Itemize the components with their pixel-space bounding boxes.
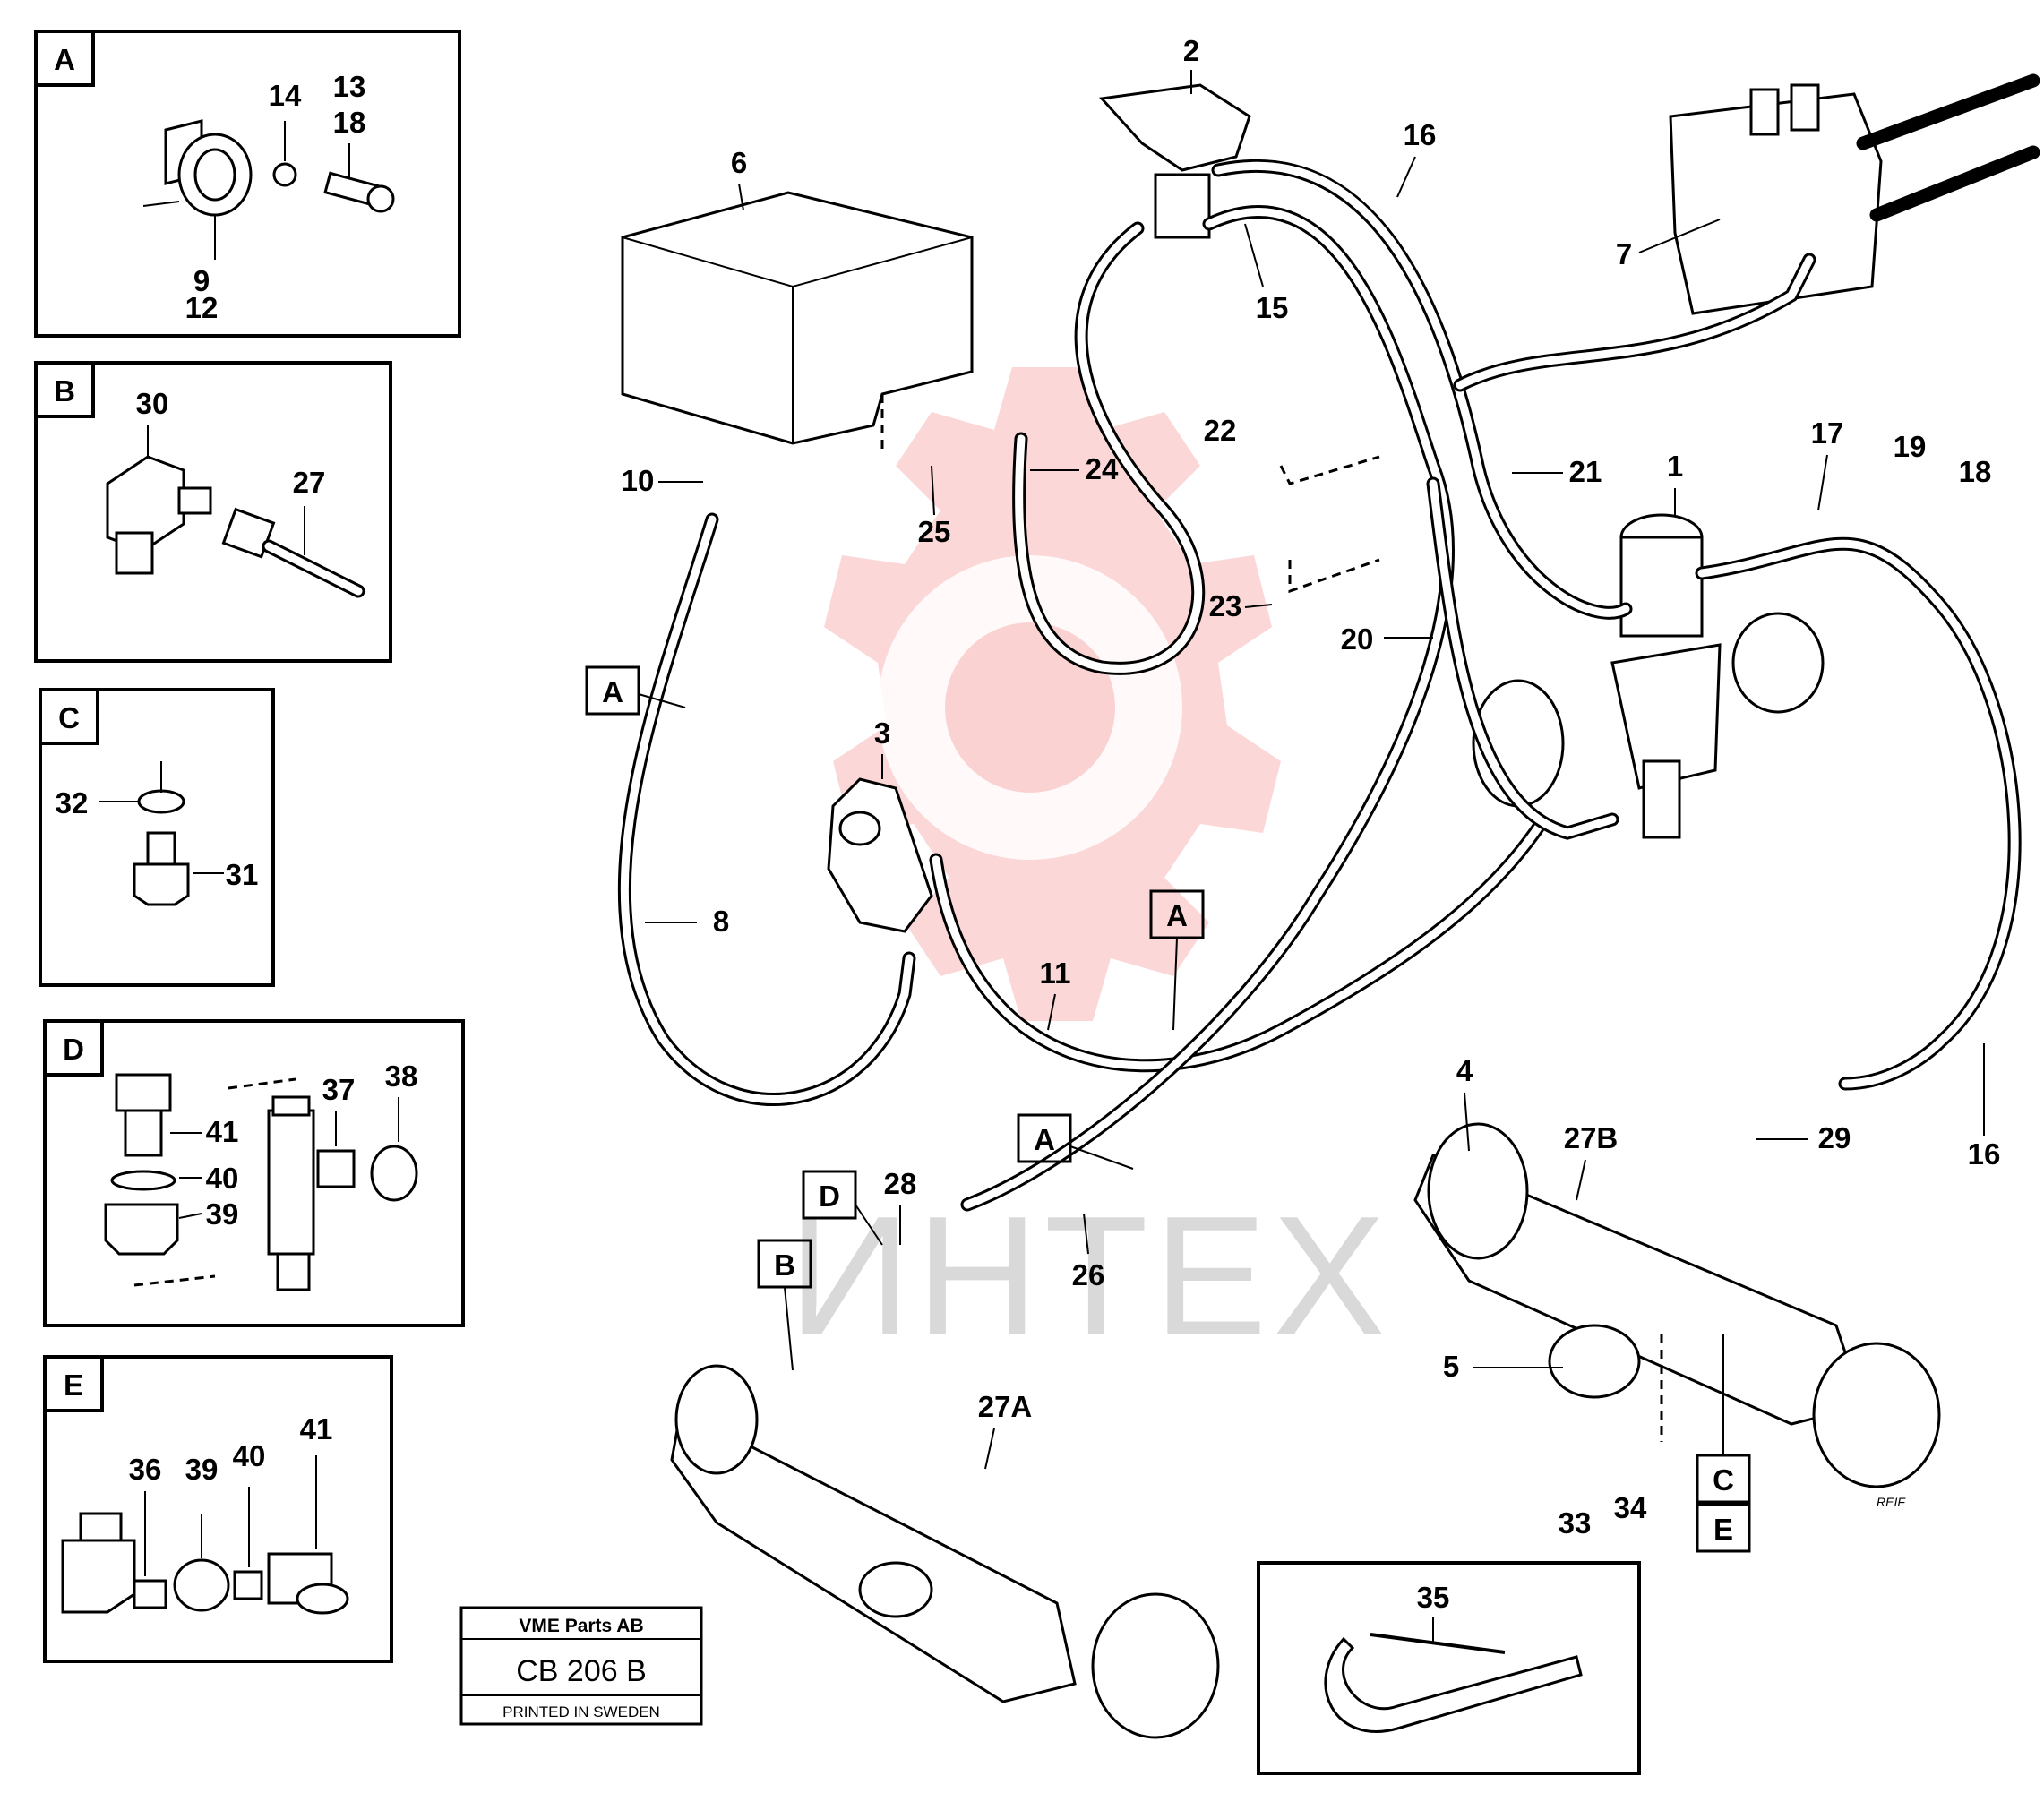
axle-27b bbox=[1413, 1122, 1941, 1488]
part-label-29: 29 bbox=[1818, 1121, 1851, 1154]
callout-a-left: A bbox=[602, 675, 623, 708]
part-label-22: 22 bbox=[1204, 414, 1237, 447]
detail-tag-c: C bbox=[58, 701, 80, 734]
part-label-41-d: 41 bbox=[206, 1115, 239, 1148]
part-label-15: 15 bbox=[1256, 291, 1289, 324]
valve-2 bbox=[1098, 83, 1251, 239]
detail-box-a: A 14 13 18 9 12 bbox=[34, 30, 461, 338]
part-label-16-right: 16 bbox=[1968, 1137, 2001, 1171]
detail-box-b: B 30 27 bbox=[34, 361, 392, 663]
part-label-17: 17 bbox=[1811, 416, 1844, 450]
part-label-27: 27 bbox=[293, 466, 326, 499]
tee-fitting-part bbox=[104, 1073, 418, 1291]
artist-signature: REIF bbox=[1877, 1495, 1906, 1509]
part-label-13: 13 bbox=[333, 70, 366, 103]
part-label-27b: 27B bbox=[1564, 1121, 1619, 1154]
pump-3 bbox=[827, 777, 933, 933]
part-label-4: 4 bbox=[1456, 1054, 1473, 1087]
part-label-38: 38 bbox=[385, 1060, 418, 1093]
part-label-39-e: 39 bbox=[185, 1453, 219, 1486]
part-label-41-e: 41 bbox=[300, 1412, 333, 1446]
part-label-26: 26 bbox=[1072, 1258, 1105, 1291]
elbow-connector-part bbox=[61, 1512, 349, 1615]
part-label-23: 23 bbox=[1209, 589, 1242, 622]
part-label-25: 25 bbox=[918, 515, 951, 548]
callout-a-middle: A bbox=[1166, 899, 1188, 932]
part-label-14: 14 bbox=[269, 79, 302, 112]
control-unit-6 bbox=[621, 191, 974, 445]
callout-b: B bbox=[774, 1248, 795, 1282]
part-label-36: 36 bbox=[129, 1453, 162, 1486]
part-label-19: 19 bbox=[1894, 430, 1927, 463]
part-label-31: 31 bbox=[226, 858, 259, 891]
hose-group bbox=[617, 159, 2022, 1212]
callout-d: D bbox=[819, 1180, 840, 1213]
detail-tag-e: E bbox=[64, 1368, 83, 1402]
clamp-part bbox=[164, 119, 395, 217]
callout-a-lower: A bbox=[1034, 1123, 1055, 1156]
detail-box-e: E 36 39 40 41 bbox=[43, 1355, 393, 1663]
part-label-21: 21 bbox=[1569, 455, 1602, 488]
part-label-27a: 27A bbox=[978, 1390, 1033, 1423]
part-label-37: 37 bbox=[322, 1073, 356, 1106]
watermark-text: ИНТЕХ bbox=[788, 1181, 1391, 1371]
detail-tag-d: D bbox=[63, 1033, 84, 1066]
part-label-40-d: 40 bbox=[206, 1162, 239, 1195]
detail-box-35: 35 bbox=[1257, 1561, 1641, 1775]
part-label-18-main: 18 bbox=[1959, 455, 1992, 488]
part-label-2: 2 bbox=[1183, 34, 1199, 67]
elbow-fitting-part bbox=[106, 455, 365, 598]
dashed-leaders bbox=[880, 394, 1663, 1442]
part-label-8: 8 bbox=[713, 905, 729, 938]
part-label-34: 34 bbox=[1614, 1491, 1647, 1524]
plug-part bbox=[133, 789, 190, 906]
part-label-7: 7 bbox=[1616, 237, 1632, 270]
title-printed: PRINTED IN SWEDEN bbox=[502, 1703, 660, 1720]
part-label-18: 18 bbox=[333, 106, 366, 139]
part-label-10: 10 bbox=[622, 464, 655, 497]
part-label-6: 6 bbox=[731, 146, 747, 179]
part-label-33: 33 bbox=[1559, 1506, 1592, 1540]
detail-tag-a: A bbox=[54, 43, 75, 76]
detail-tag-b: B bbox=[54, 374, 75, 408]
part-label-5: 5 bbox=[1443, 1350, 1459, 1383]
part-label-35: 35 bbox=[1417, 1581, 1450, 1614]
part-label-11: 11 bbox=[1040, 957, 1071, 990]
part-label-39-d: 39 bbox=[206, 1197, 239, 1231]
title-block: VME Parts AB CB 206 B PRINTED IN SWEDEN bbox=[459, 1606, 703, 1726]
part-label-28: 28 bbox=[884, 1167, 917, 1200]
part-label-30: 30 bbox=[136, 387, 169, 420]
title-company: VME Parts AB bbox=[519, 1616, 643, 1636]
part-label-32: 32 bbox=[56, 786, 89, 819]
part-label-40-e: 40 bbox=[233, 1439, 266, 1472]
part-label-9: 9 bbox=[193, 264, 210, 297]
part-label-16-top: 16 bbox=[1404, 118, 1437, 151]
axle-27a bbox=[670, 1364, 1220, 1739]
main-labels: 2 6 16 7 15 22 21 1 17 19 18 10 24 25 23… bbox=[622, 34, 2001, 1540]
callout-e: E bbox=[1713, 1513, 1733, 1546]
switch-7 bbox=[1669, 73, 2040, 315]
part-label-24: 24 bbox=[1086, 452, 1119, 485]
detail-box-c: C 32 31 bbox=[39, 688, 275, 987]
callouts: A A A B D C E bbox=[585, 665, 1751, 1553]
part-label-1: 1 bbox=[1667, 450, 1683, 483]
part-label-20: 20 bbox=[1341, 622, 1374, 656]
detail-box-d: D 41 40 39 37 38 bbox=[43, 1019, 465, 1327]
part-label-12: 12 bbox=[185, 291, 219, 324]
callout-c: C bbox=[1713, 1463, 1734, 1497]
part-label-3: 3 bbox=[874, 716, 890, 750]
title-code: CB 206 B bbox=[516, 1654, 647, 1688]
